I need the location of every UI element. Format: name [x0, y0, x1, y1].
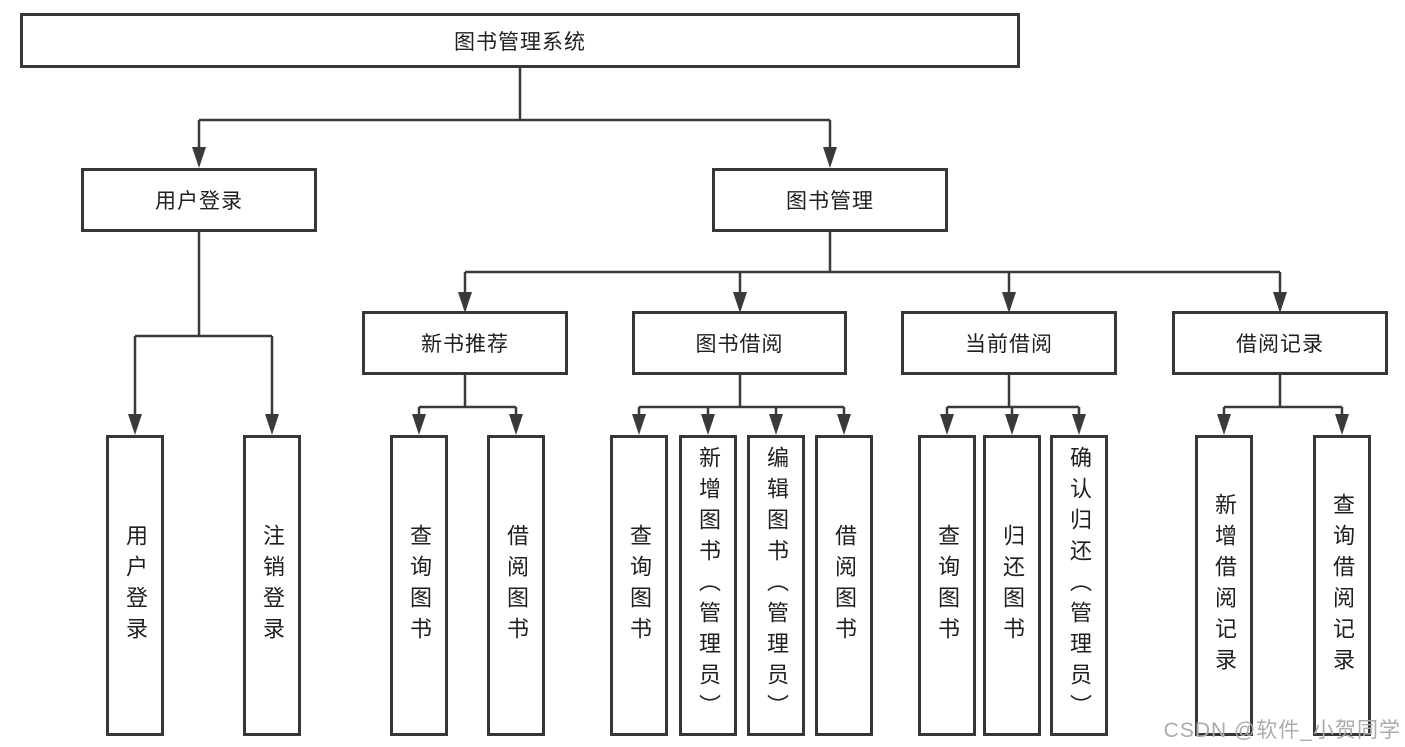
arrow-icon [412, 414, 426, 435]
leaf-add-book-admin: 新增图书（管理员） [679, 435, 737, 736]
leaf-add-borrow-record: 新增借阅记录 [1195, 435, 1253, 736]
leaf-borrow-book-recommend: 借阅图书 [487, 435, 545, 736]
connector-user-login-to-leaves [133, 232, 274, 417]
leaf-query-book-recommend: 查询图书 [390, 435, 448, 736]
connector-current-borrow-to-leaves [945, 375, 1081, 417]
node-root-system: 图书管理系统 [20, 13, 1020, 68]
node-book-management: 图书管理 [712, 168, 948, 232]
leaf-user-login: 用户登录 [106, 435, 164, 736]
arrow-icon [1217, 414, 1231, 435]
arrow-icon [1072, 414, 1086, 435]
arrow-icon [837, 414, 851, 435]
arrow-icon [1005, 414, 1019, 435]
arrow-icon [733, 292, 747, 313]
node-current-borrow: 当前借阅 [901, 311, 1117, 375]
arrow-icon [192, 147, 206, 168]
arrow-icon [701, 414, 715, 435]
arrow-icon [1273, 292, 1287, 313]
arrow-icon [458, 292, 472, 313]
leaf-query-borrow-record: 查询借阅记录 [1313, 435, 1371, 736]
arrow-icon [823, 147, 837, 168]
node-borrow-records: 借阅记录 [1172, 311, 1388, 375]
leaf-return-book: 归还图书 [983, 435, 1041, 736]
connector-new-book-recommend-to-leaves [417, 375, 518, 417]
arrow-icon [769, 414, 783, 435]
leaf-logout: 注销登录 [243, 435, 301, 736]
arrow-icon [1002, 292, 1016, 313]
node-book-borrow: 图书借阅 [632, 311, 847, 375]
arrow-icon [632, 414, 646, 435]
leaf-query-book-current: 查询图书 [918, 435, 976, 736]
watermark: CSDN @软件_小贺同学 [1163, 719, 1401, 742]
arrow-icon [265, 414, 279, 435]
connector-book-borrow-to-leaves [637, 375, 846, 417]
leaf-query-book-borrow: 查询图书 [610, 435, 668, 736]
leaf-borrow-book-borrow: 借阅图书 [815, 435, 873, 736]
leaf-edit-book-admin: 编辑图书（管理员） [747, 435, 805, 736]
connector-borrow-records-to-leaves [1222, 375, 1344, 417]
connector-root-to-level2 [197, 68, 832, 150]
arrowheads [128, 147, 1349, 435]
arrow-icon [940, 414, 954, 435]
node-user-login: 用户登录 [81, 168, 317, 232]
arrow-icon [509, 414, 523, 435]
leaf-confirm-return-admin: 确认归还（管理员） [1050, 435, 1108, 736]
arrow-icon [1335, 414, 1349, 435]
arrow-icon [128, 414, 142, 435]
node-new-book-recommend: 新书推荐 [362, 311, 568, 375]
connector-book-management-to-level3 [463, 232, 1282, 295]
